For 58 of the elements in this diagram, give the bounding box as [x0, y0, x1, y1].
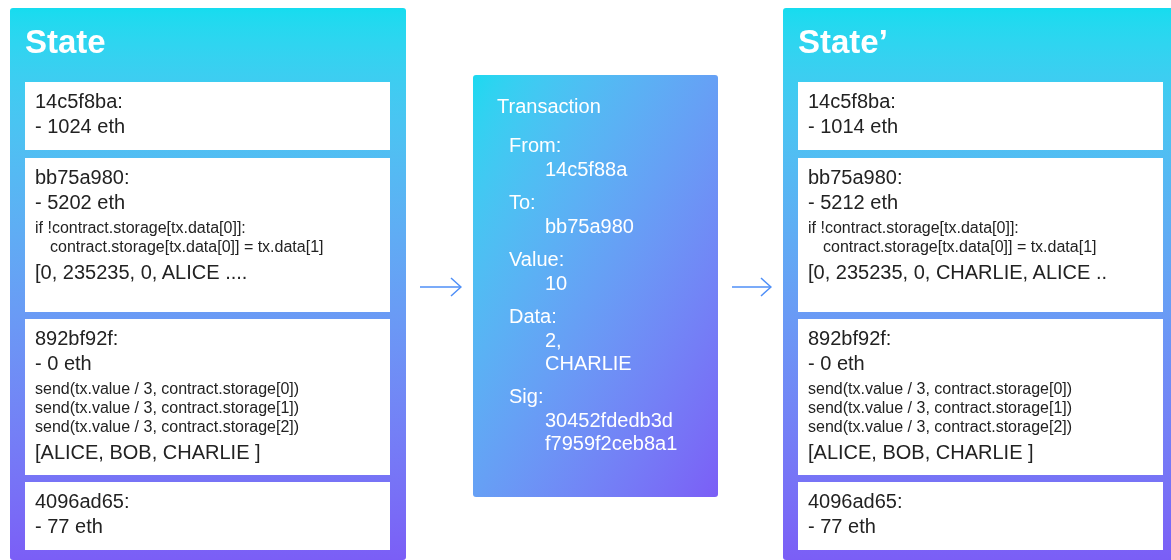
transaction-field: Value:	[497, 246, 565, 272]
transaction-field: 30452fdedb3d	[497, 409, 673, 432]
transaction-box	[473, 75, 718, 497]
account-text: - 77 eth	[35, 514, 103, 539]
transaction-field: bb75a980	[497, 215, 634, 238]
account-text: - 5202 eth	[35, 190, 126, 215]
panel-title: State	[25, 22, 106, 62]
account-text: - 0 eth	[808, 351, 865, 376]
account-text: - 77 eth	[808, 514, 876, 539]
transaction-field: From:	[497, 132, 562, 158]
code-line: if !contract.storage[tx.data[0]]:	[35, 218, 246, 237]
transaction-field: To:	[497, 189, 536, 215]
account-box	[798, 319, 1163, 475]
account-box	[798, 482, 1163, 550]
account-text: 892bf92f:	[808, 326, 892, 351]
transaction-field: Data:	[497, 303, 557, 329]
account-box	[25, 158, 390, 312]
account-text: - 1024 eth	[35, 114, 126, 139]
account-text: [ALICE, BOB, CHARLIE ]	[35, 440, 261, 465]
arrow	[419, 277, 462, 297]
code-line: send(tx.value / 3, contract.storage[0])	[808, 379, 1073, 398]
account-text: 14c5f8ba:	[808, 89, 896, 114]
account-text: - 1014 eth	[808, 114, 899, 139]
code-line: contract.storage[tx.data[0]] = tx.data[1]	[49, 237, 324, 256]
account-box	[25, 82, 390, 150]
code-line: send(tx.value / 3, contract.storage[1])	[35, 398, 300, 417]
account-box	[798, 82, 1163, 150]
state-panel	[783, 8, 1171, 560]
panel-title: State’	[798, 22, 888, 62]
transaction-field: f7959f2ceb8a1	[497, 432, 678, 455]
account-text: bb75a980:	[808, 165, 903, 190]
account-box	[25, 319, 390, 475]
account-box	[798, 158, 1163, 312]
transaction-field: CHARLIE	[497, 352, 632, 375]
account-text: 14c5f8ba:	[35, 89, 123, 114]
account-text: 4096ad65:	[35, 489, 130, 514]
transaction-title: Transaction	[497, 94, 601, 119]
account-text: [0, 235235, 0, ALICE ....	[35, 260, 248, 285]
arrow	[731, 277, 772, 297]
account-text: 892bf92f:	[35, 326, 119, 351]
code-line: send(tx.value / 3, contract.storage[1])	[808, 398, 1073, 417]
account-text: - 0 eth	[35, 351, 92, 376]
account-text: [ALICE, BOB, CHARLIE ]	[808, 440, 1034, 465]
account-text: - 5212 eth	[808, 190, 899, 215]
transaction-field: 2,	[497, 329, 562, 352]
transaction-field: 10	[497, 272, 568, 295]
state-panel	[10, 8, 406, 560]
code-line: if !contract.storage[tx.data[0]]:	[808, 218, 1019, 237]
account-text: 4096ad65:	[808, 489, 903, 514]
code-line: send(tx.value / 3, contract.storage[2])	[35, 417, 300, 436]
transaction-field: 14c5f88a	[497, 158, 628, 181]
account-box	[25, 482, 390, 550]
code-line: send(tx.value / 3, contract.storage[2])	[808, 417, 1073, 436]
transaction-field: Sig:	[497, 383, 544, 409]
account-text: [0, 235235, 0, CHARLIE, ALICE ..	[808, 260, 1108, 285]
code-line: contract.storage[tx.data[0]] = tx.data[1]	[822, 237, 1097, 256]
code-line: send(tx.value / 3, contract.storage[0])	[35, 379, 300, 398]
account-text: bb75a980:	[35, 165, 130, 190]
